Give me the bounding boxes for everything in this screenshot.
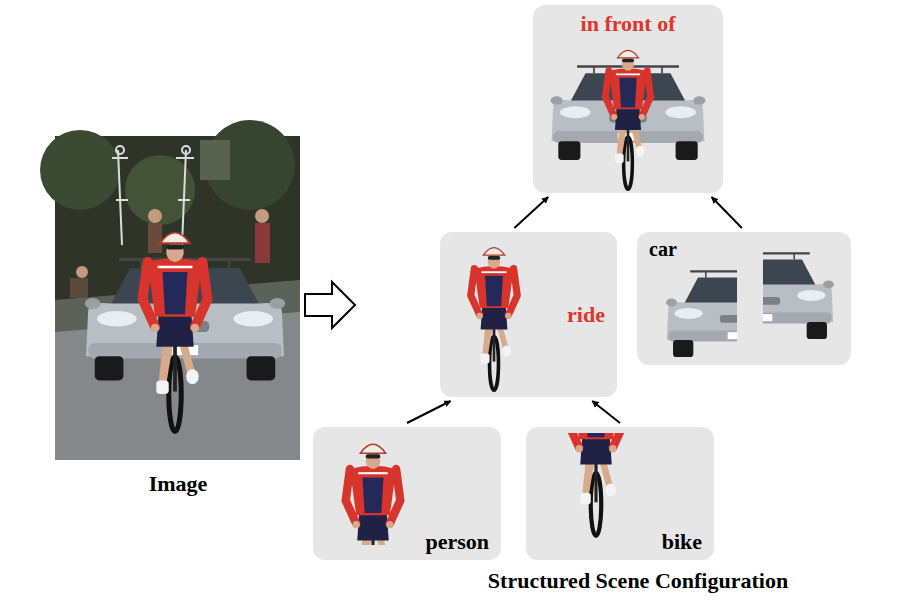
arrow-connector <box>514 197 548 228</box>
node-label: bike <box>662 529 702 554</box>
node-label: in front of <box>581 11 676 36</box>
scene-node: car <box>637 232 851 365</box>
caption-wrap: Structured Scene Configuration <box>388 568 888 594</box>
scene-node: person <box>313 427 501 560</box>
scene-node: ride <box>440 232 617 397</box>
node-label: ride <box>567 302 605 327</box>
node-label: car <box>649 238 677 261</box>
image-label-wrap: Image <box>28 471 328 497</box>
arrow-connector <box>712 197 742 228</box>
image-label: Image <box>149 471 208 496</box>
scene-node: bike <box>526 427 714 560</box>
arrow-connector <box>407 401 451 423</box>
photo <box>40 120 300 460</box>
arrow-connector <box>592 401 620 423</box>
scene-node: in front of <box>533 5 723 193</box>
hollow-arrow <box>305 282 355 328</box>
caption: Structured Scene Configuration <box>488 568 788 593</box>
node-label: person <box>425 529 489 554</box>
